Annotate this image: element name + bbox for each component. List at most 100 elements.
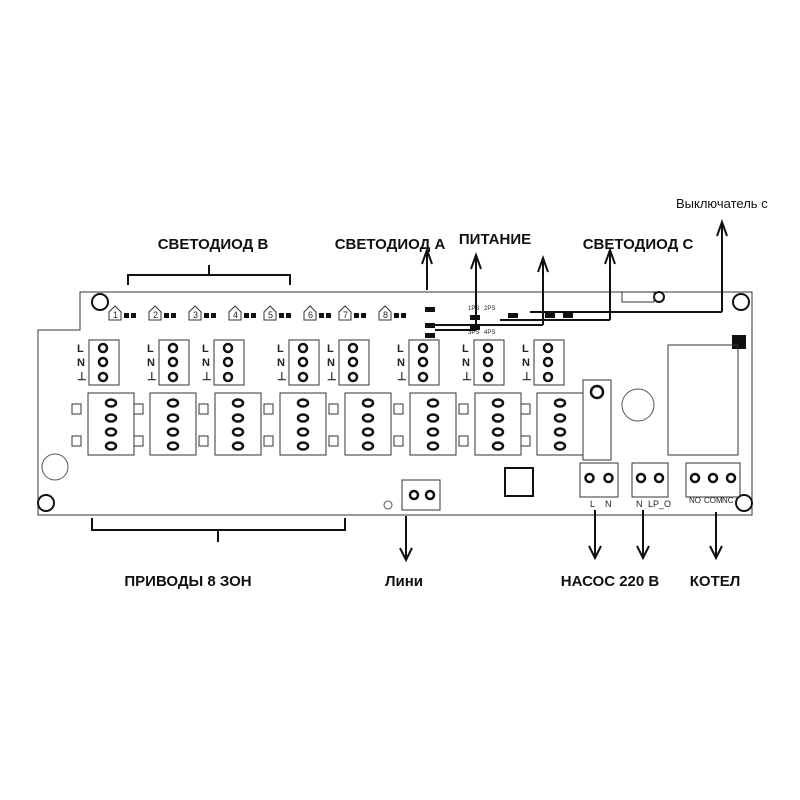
terminal-screw [222, 371, 234, 383]
label-lines: Лини [384, 573, 424, 590]
zone-marker [71, 403, 82, 415]
terminal-screw [689, 472, 701, 484]
terminal-screw [104, 441, 118, 451]
terminal-screw [231, 413, 245, 423]
led-pad [279, 313, 284, 318]
mounting-hole [732, 293, 750, 311]
pin-label-l: L [522, 343, 529, 355]
terminal-screw [166, 413, 180, 423]
terminal-screw [417, 356, 429, 368]
zone-marker [263, 435, 274, 447]
led-zone-number: 5 [268, 310, 273, 320]
pin-label-n: N [327, 357, 335, 369]
terminal-screw [347, 356, 359, 368]
led-house-icon [148, 305, 162, 321]
terminal-screw [296, 427, 310, 437]
chip-label: 3PS [468, 330, 479, 336]
terminal-screw [603, 472, 614, 484]
boiler-terminal [685, 462, 741, 498]
smd-pad [425, 333, 435, 338]
arrow-lp-head [636, 545, 650, 561]
terminal-screw [542, 356, 554, 368]
smd-pad [425, 323, 435, 328]
boiler-pin-label: NC [722, 496, 734, 505]
zone-marker [520, 403, 531, 415]
zone-marker [133, 403, 144, 415]
mounting-hole [653, 291, 665, 303]
zone-marker [328, 435, 339, 447]
terminal-screw [361, 398, 375, 408]
terminal-screw [97, 356, 109, 368]
brace-actuators [91, 518, 346, 542]
zone-marker [458, 435, 469, 447]
terminal-screw [542, 371, 554, 383]
actuator-terminal-block [474, 392, 522, 456]
zone-marker [263, 403, 274, 415]
terminal-3pin [88, 339, 120, 386]
led-house-icon [188, 305, 202, 321]
actuator-terminal-block [149, 392, 197, 456]
pin-label-n: N [522, 357, 530, 369]
mounting-hole [735, 494, 753, 512]
pin-label-ground: ⊥ [77, 371, 87, 383]
led-zone-number: 7 [343, 310, 348, 320]
pin-label-l: L [202, 343, 209, 355]
pump-terminal [579, 462, 619, 498]
led-pad [361, 313, 366, 318]
terminal-3pin [288, 339, 320, 386]
terminal-screw [584, 472, 595, 484]
pin-label-ground: ⊥ [327, 371, 337, 383]
zone-marker [393, 403, 404, 415]
smd-pad [545, 313, 555, 318]
led-zone-number: 2 [153, 310, 158, 320]
terminal-screw [222, 356, 234, 368]
capacitor [621, 388, 655, 422]
terminal-screw [296, 413, 310, 423]
label-power: ПИТАНИЕ [458, 231, 532, 248]
terminal-screw [231, 427, 245, 437]
arrow-switch-head [716, 219, 728, 237]
label-led-a: СВЕТОДИОД A [334, 236, 446, 253]
terminal-screw [553, 441, 567, 451]
terminal-screw [417, 371, 429, 383]
led-house-icon [378, 305, 392, 321]
terminal-screw [347, 371, 359, 383]
pin-label-n: N [277, 357, 285, 369]
arrow-boiler-head [709, 545, 723, 561]
led-pad [286, 313, 291, 318]
led-zone-number: 8 [383, 310, 388, 320]
led-pad [354, 313, 359, 318]
label-switch: Выключатель с [676, 196, 768, 211]
arrow-led-c-head [604, 247, 616, 265]
terminal-screw [97, 342, 109, 354]
led-pad [319, 313, 324, 318]
label-boiler: КОТЕЛ [689, 573, 741, 590]
pin-label-ground: ⊥ [277, 371, 287, 383]
boiler-pin-label: NO [689, 496, 701, 505]
line-terminal [401, 479, 441, 511]
terminal-screw [361, 427, 375, 437]
zone-marker [458, 403, 469, 415]
terminal-screw [166, 398, 180, 408]
terminal-3pin [338, 339, 370, 386]
lp-pin-label: LP_O [648, 499, 671, 509]
pin-label-ground: ⊥ [147, 371, 157, 383]
terminal-screw [297, 342, 309, 354]
terminal-screw [361, 441, 375, 451]
led-pad [131, 313, 136, 318]
arrow-power-head [470, 252, 482, 270]
terminal-screw [653, 472, 665, 484]
terminal-screw [426, 413, 440, 423]
terminal-screw [104, 398, 118, 408]
lp-pin-label: N [636, 499, 643, 509]
led-pad [401, 313, 406, 318]
pin-label-ground: ⊥ [462, 371, 472, 383]
zone-marker [520, 435, 531, 447]
label-led-b: СВЕТОДИОД B [157, 236, 269, 253]
terminal-screw [296, 441, 310, 451]
zone-marker [198, 435, 209, 447]
actuator-terminal-block [279, 392, 327, 456]
smd-pad [508, 313, 518, 318]
zone-marker [393, 435, 404, 447]
ground-icon [383, 500, 393, 510]
